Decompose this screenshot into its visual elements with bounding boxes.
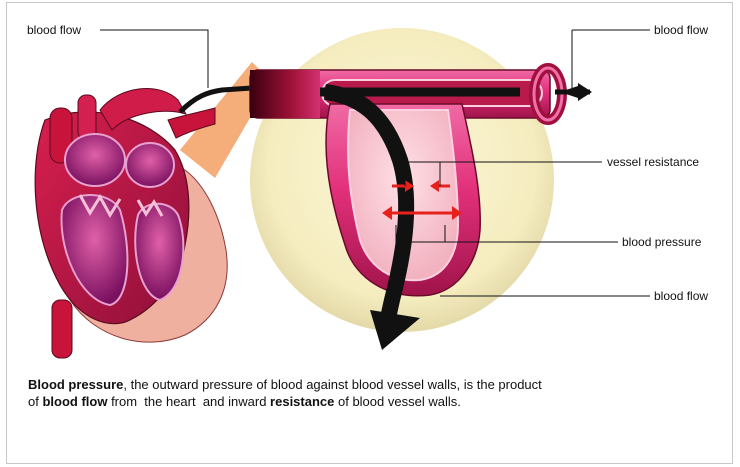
- heart: [35, 89, 227, 358]
- label-blood-flow-top-right: blood flow: [652, 23, 710, 37]
- label-vessel-resistance: vessel resistance: [605, 155, 701, 169]
- caption-line2-end: of blood vessel walls.: [334, 394, 460, 409]
- label-blood-flow-top-left: blood flow: [25, 23, 83, 37]
- caption-line2-mid: from the heart and inward: [107, 394, 270, 409]
- label-blood-pressure: blood pressure: [620, 235, 703, 249]
- caption-line1-text: , the outward pressure of blood against …: [123, 377, 541, 392]
- flow-arrow-head-right: [578, 83, 592, 101]
- caption-line2-pre: of: [28, 394, 42, 409]
- caption-term-blood-flow: blood flow: [42, 394, 107, 409]
- caption-line-1: Blood pressure, the outward pressure of …: [28, 376, 708, 393]
- diagram-caption: Blood pressure, the outward pressure of …: [28, 376, 708, 410]
- caption-term-resistance: resistance: [270, 394, 334, 409]
- caption-term-blood-pressure: Blood pressure: [28, 377, 123, 392]
- caption-line-2: of blood flow from the heart and inward …: [28, 393, 708, 410]
- label-blood-flow-lower: blood flow: [652, 289, 710, 303]
